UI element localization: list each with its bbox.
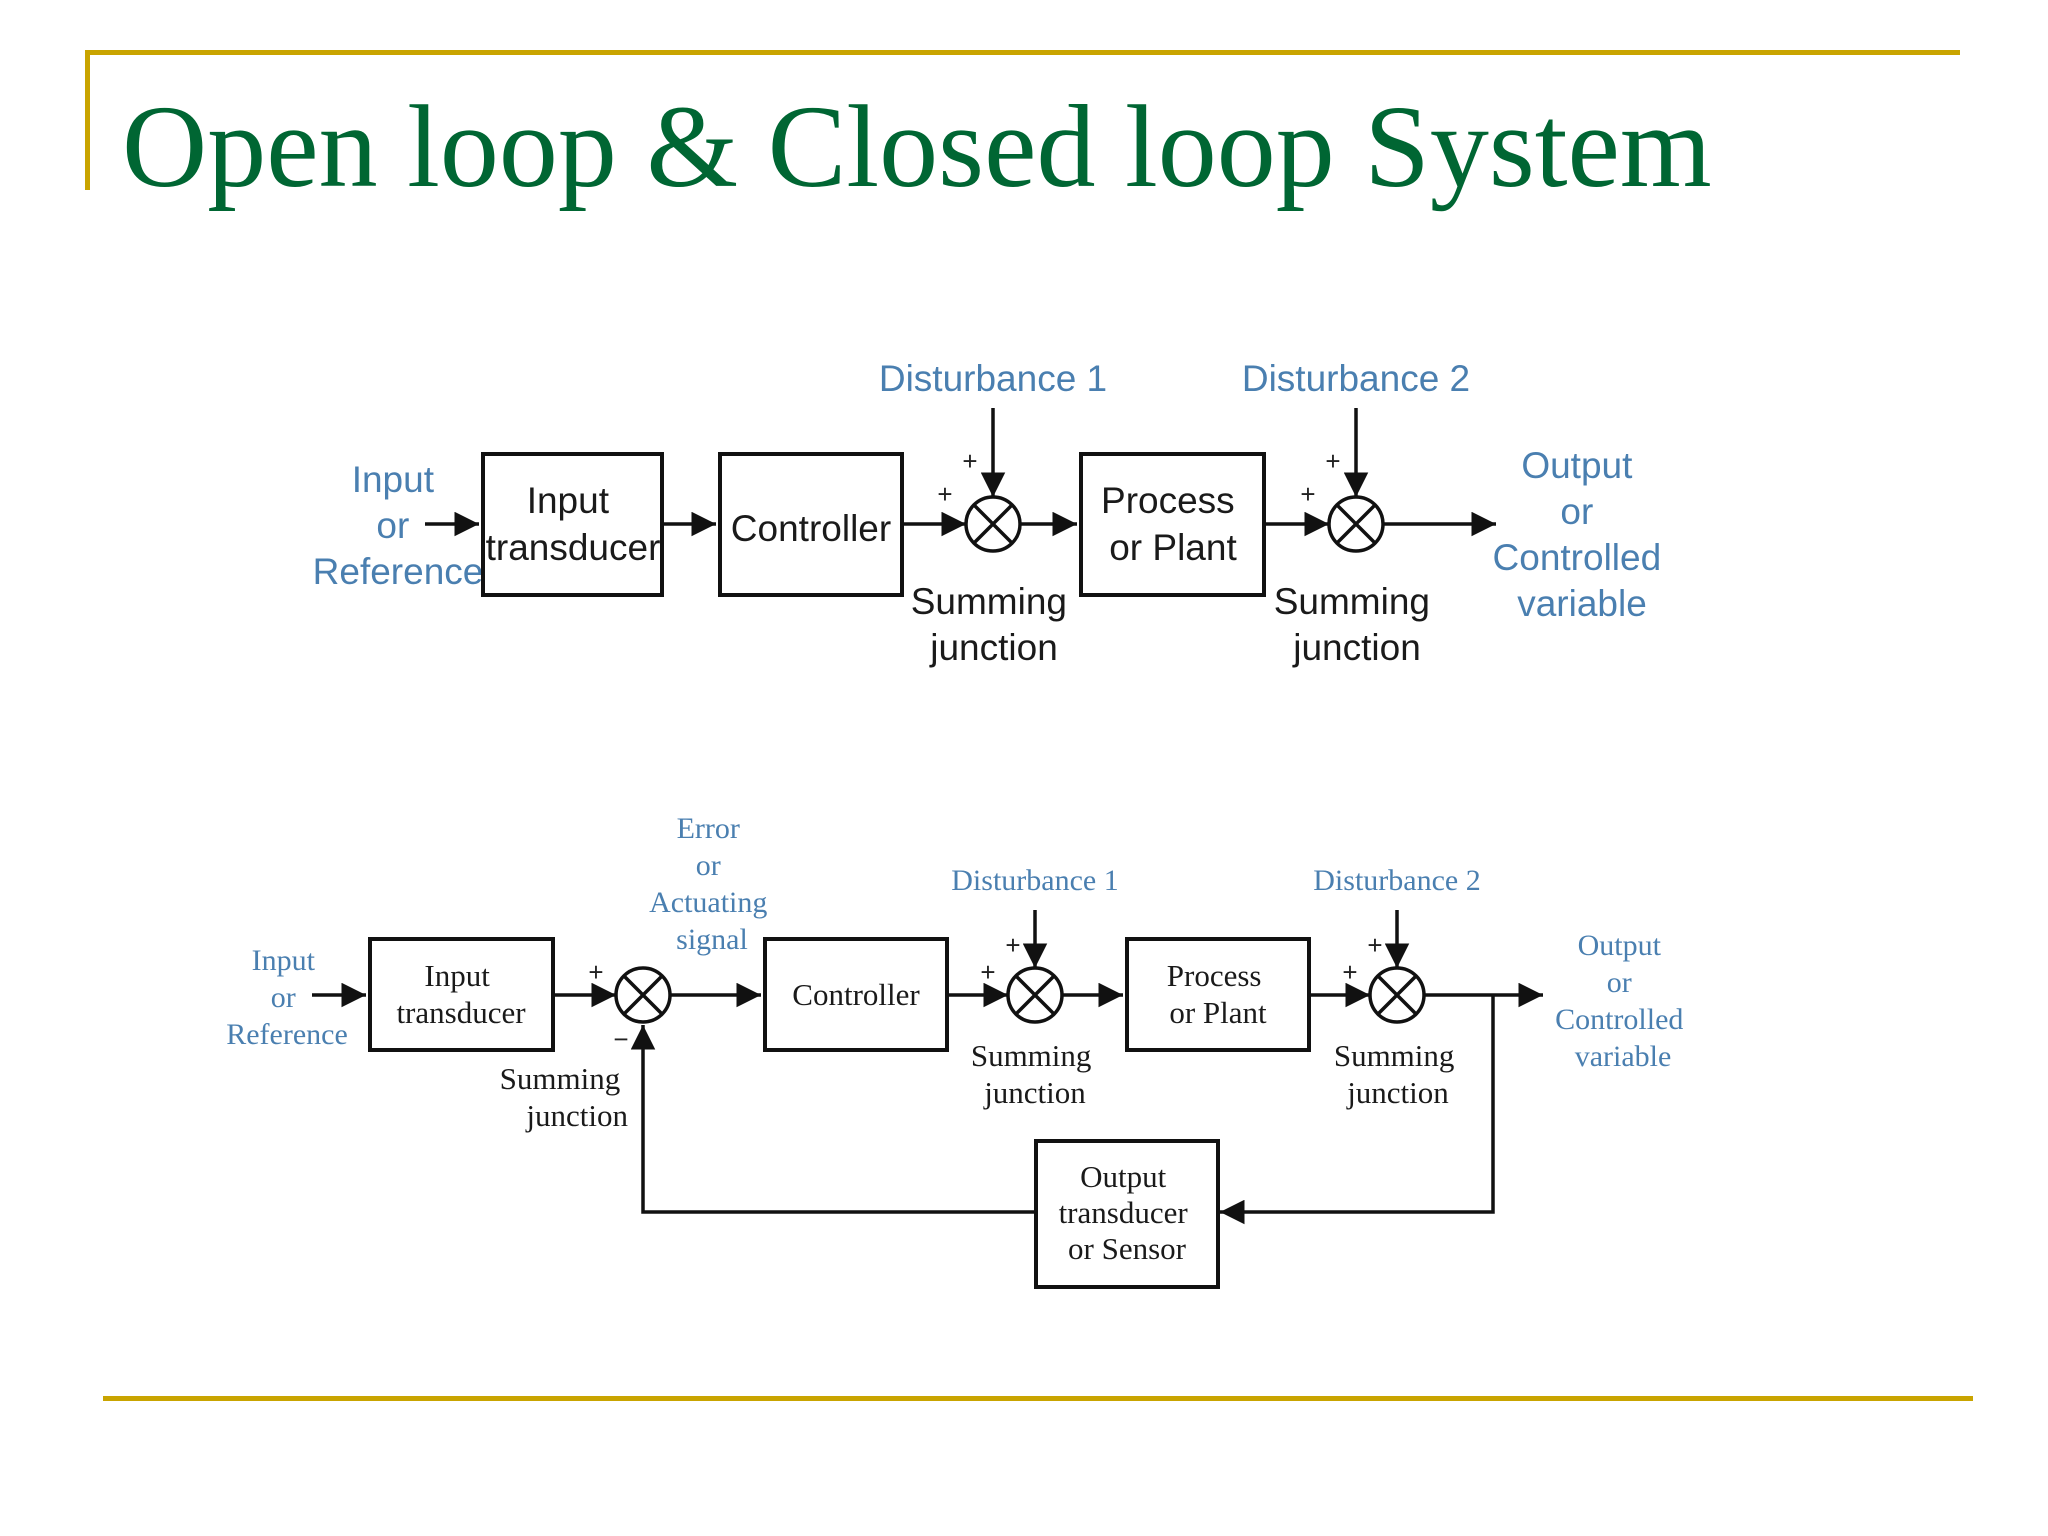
closed-sensor-text: Output transducer or Sensor [1059, 1159, 1196, 1266]
open-summing-junction-2 [1327, 495, 1385, 553]
open-summing-junction-1 [964, 495, 1022, 553]
open-disturbance-1-label: Disturbance 1 [879, 358, 1107, 399]
closed-sum2-plus-left: + [1342, 957, 1357, 987]
closed-sum1-plus-left: + [980, 957, 995, 987]
closed-disturbance-2-label: Disturbance 2 [1313, 864, 1480, 897]
closed-summing-junction-2-label: Summing junction [1334, 1038, 1462, 1110]
slide-title: Open loop & Closed loop System [122, 81, 1712, 212]
open-input-label: Input or Reference [313, 459, 484, 592]
open-disturbance-2-label: Disturbance 2 [1242, 358, 1470, 399]
open-controller-text: Controller [731, 508, 891, 549]
closed-sum0-minus-bottom: − [613, 1024, 628, 1054]
closed-feedback-to-sum0-line [630, 1025, 1036, 1214]
closed-summing-junction-1 [1006, 966, 1064, 1024]
left-rule [85, 50, 90, 190]
closed-output-label: Output or Controlled variable [1555, 929, 1691, 1073]
top-rule [85, 50, 1960, 55]
open-process-text: Process or Plant [1101, 480, 1245, 568]
open-controller-block [718, 452, 904, 597]
open-input-transducer-block [481, 452, 664, 597]
open-sum2-plus-left: + [1300, 479, 1315, 509]
closed-summing-junction-1-label: Summing junction [971, 1038, 1099, 1110]
closed-feedback-to-sensor-line [1220, 995, 1495, 1225]
open-sum2-plus-top: + [1325, 446, 1340, 476]
closed-summing-junction-2 [1368, 966, 1426, 1024]
open-output-label: Output or Controlled variable [1493, 445, 1672, 624]
closed-sum2-plus-top: + [1367, 930, 1382, 960]
closed-summing-junction-0-label: Summing junction [500, 1061, 629, 1133]
open-process-block [1079, 452, 1266, 597]
closed-controller-block [763, 937, 949, 1052]
closed-controller-text: Controller [792, 977, 920, 1012]
closed-disturbance-1-label: Disturbance 1 [951, 864, 1118, 897]
closed-sum1-plus-top: + [1005, 930, 1020, 960]
closed-input-label: Input or Reference [226, 944, 348, 1051]
open-summing-junction-1-label: Summing junction [911, 581, 1078, 668]
closed-sum0-plus-left: + [588, 957, 603, 987]
closed-process-text: Process or Plant [1167, 958, 1269, 1030]
closed-error-label: Error or Actuating signal [649, 812, 775, 956]
closed-input-transducer-text: Input transducer [396, 958, 526, 1030]
open-summing-junction-2-label: Summing junction [1274, 581, 1441, 668]
open-sum1-plus-left: + [937, 479, 952, 509]
closed-sensor-block [1034, 1139, 1220, 1289]
bottom-rule [103, 1396, 1973, 1401]
open-input-transducer-text: Input transducer [486, 480, 661, 568]
closed-loop-diagram: Input or Reference Input transducer Cont… [226, 812, 1691, 1289]
closed-input-transducer-block [368, 937, 555, 1052]
open-sum1-plus-top: + [962, 446, 977, 476]
open-loop-diagram: Input or Reference Input transducer Cont… [313, 358, 1672, 668]
closed-process-block [1125, 937, 1311, 1052]
closed-summing-junction-0 [614, 966, 672, 1024]
